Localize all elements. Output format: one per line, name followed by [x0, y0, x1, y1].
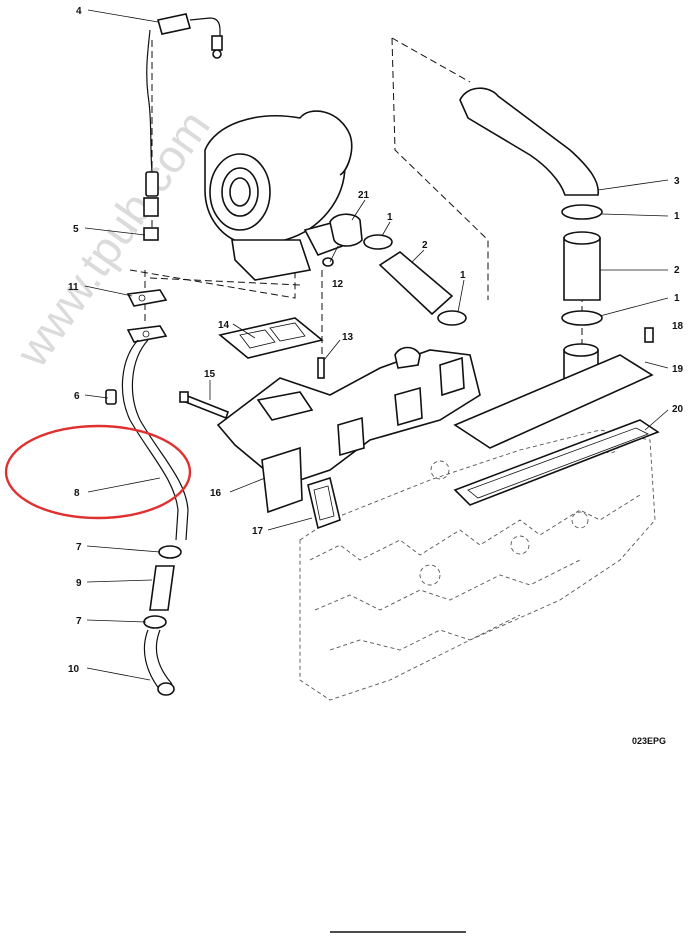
callout-19: 19	[672, 364, 684, 375]
highlight-ellipse	[4, 424, 192, 520]
engine-block	[299, 429, 656, 701]
callout-21: 21	[358, 190, 370, 201]
callout-7-lower: 7	[76, 616, 82, 627]
callout-2-b: 2	[674, 265, 680, 276]
aftercooler-cover	[453, 327, 660, 506]
callout-5: 5	[73, 224, 79, 235]
turbo-oil-line-assembly	[105, 13, 223, 696]
callout-10: 10	[68, 664, 80, 675]
drawing-code: 023EPG	[632, 736, 666, 746]
callout-13: 13	[342, 332, 354, 343]
callout-1-b: 1	[460, 270, 466, 281]
callout-1-d: 1	[674, 293, 680, 304]
gaskets	[179, 317, 341, 530]
callout-7-upper: 7	[76, 542, 82, 553]
turbocharger	[204, 110, 353, 281]
intake-hoses	[329, 87, 603, 385]
exhaust-manifold	[216, 346, 481, 514]
callout-11: 11	[68, 282, 79, 293]
callout-1-a: 1	[387, 212, 393, 223]
callout-12: 12	[332, 279, 344, 290]
callout-17: 17	[252, 526, 264, 537]
callout-15: 15	[204, 369, 216, 380]
callout-16: 16	[210, 488, 222, 499]
callout-14: 14	[218, 320, 230, 331]
callout-labels: 4 5 11 6 8 7 9 7 10 14 15 12 21 1 2 1 13…	[68, 6, 684, 675]
callout-2-a: 2	[422, 240, 428, 251]
callout-4: 4	[76, 6, 82, 17]
assembly-lines	[129, 37, 583, 372]
callout-20: 20	[672, 404, 684, 415]
watermark: www.tpub.com	[5, 101, 220, 377]
callout-3: 3	[674, 176, 680, 187]
callout-6: 6	[74, 391, 80, 402]
leader-lines	[84, 9, 669, 681]
callout-1-c: 1	[674, 211, 680, 222]
callout-9: 9	[76, 578, 82, 589]
callout-8: 8	[74, 488, 80, 499]
callout-18: 18	[672, 321, 684, 332]
